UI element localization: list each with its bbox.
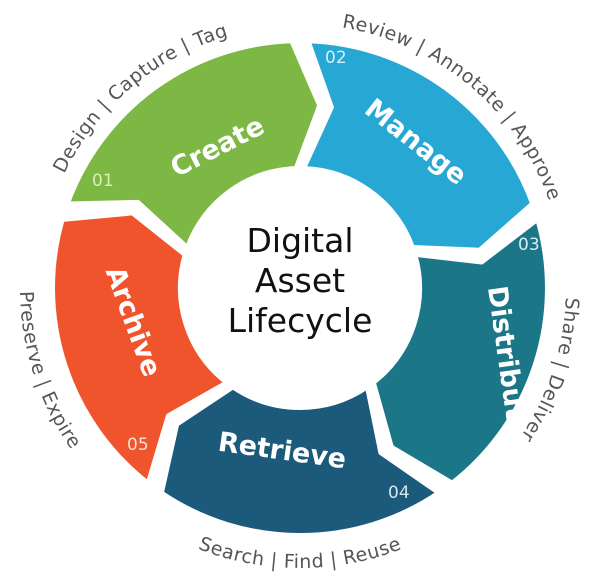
stage-segment-manage <box>302 39 535 252</box>
activities-retrieve-text: Search | Find | Reuse <box>196 533 404 573</box>
stage-number-04: 04 <box>388 483 410 503</box>
stage-number-05: 05 <box>127 435 149 455</box>
stage-number-01: 01 <box>92 171 114 191</box>
center-circle <box>192 180 408 396</box>
stage-number-02: 02 <box>325 48 347 68</box>
title-line-2: Asset <box>255 261 345 300</box>
title-line-3: Lifecycle <box>228 301 373 340</box>
stage-segment-create <box>65 39 322 249</box>
stage-number-03: 03 <box>518 235 540 255</box>
stage-segment-distribute <box>371 217 549 485</box>
title-line-1: Digital <box>246 221 353 260</box>
stage-segment-retrieve <box>159 385 441 537</box>
stage-segment-archive <box>51 211 229 485</box>
activities-retrieve: Search | Find | Reuse <box>196 533 404 573</box>
